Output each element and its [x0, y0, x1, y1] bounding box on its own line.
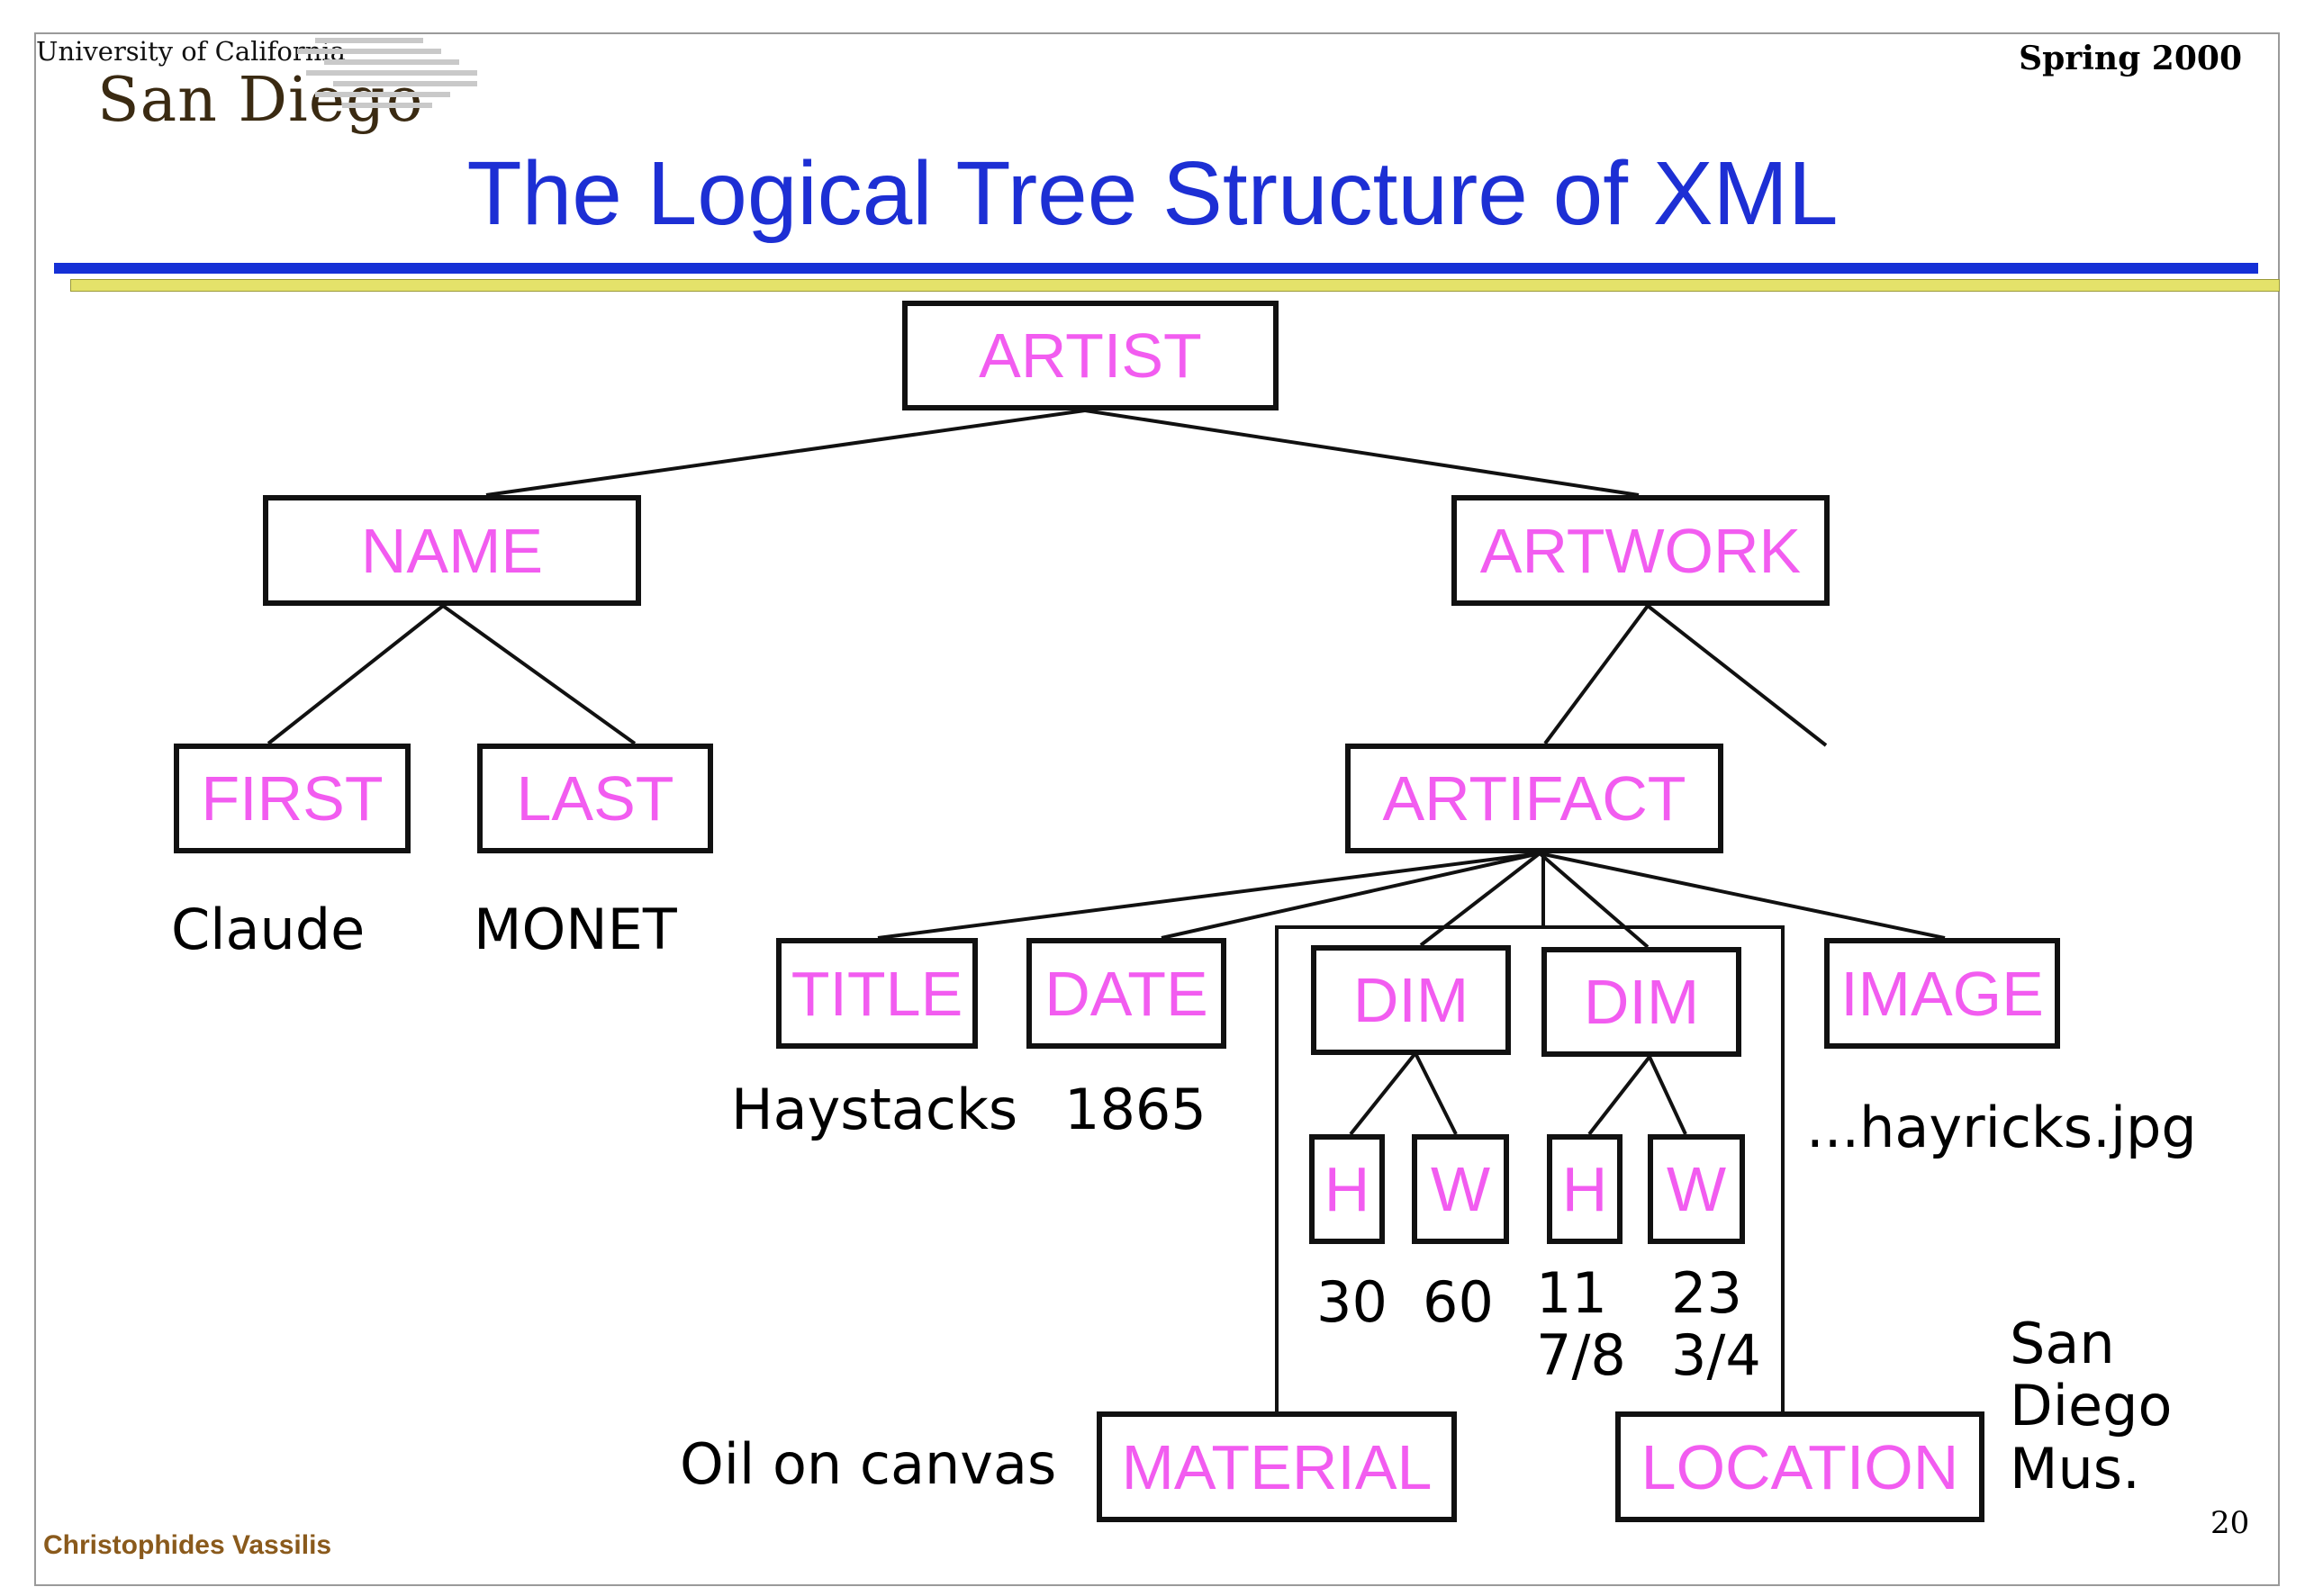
title-rule-blue	[54, 263, 2258, 274]
node-artwork: ARTWORK	[1451, 495, 1830, 606]
node-h-2: H	[1547, 1134, 1623, 1244]
node-artist: ARTIST	[902, 301, 1279, 410]
edge-artifact-title	[877, 852, 1541, 940]
node-title: TITLE	[776, 938, 978, 1049]
slide-title: The Logical Tree Structure of XML	[466, 143, 1839, 244]
page-number: 20	[2210, 1505, 2250, 1541]
value-image: ...hayricks.jpg	[1806, 1095, 2197, 1160]
value-date: 1865	[1064, 1077, 1207, 1142]
edge-artifact-image	[1539, 852, 1946, 940]
edge-artifact-material-location	[1275, 925, 1785, 1411]
semester-label: Spring 2000	[2019, 40, 2242, 77]
value-first: Claude	[171, 897, 366, 962]
value-w-2-line-2: 3/4	[1671, 1322, 1761, 1389]
value-w-2-line-1: 23	[1671, 1260, 1742, 1326]
edge-dim2-h	[1587, 1055, 1651, 1136]
university-line: University of California	[36, 36, 346, 67]
ucsd-logo-swoosh	[297, 38, 477, 108]
title-rule-yellow	[70, 279, 2280, 292]
edge-dim2-w	[1648, 1056, 1687, 1135]
value-location-line-3: Mus.	[2010, 1435, 2140, 1501]
node-name: NAME	[263, 495, 641, 606]
node-material: MATERIAL	[1097, 1411, 1457, 1522]
node-w-1: W	[1412, 1134, 1509, 1244]
value-material: Oil on canvas	[680, 1431, 1057, 1497]
edge-artist-artwork	[1084, 409, 1640, 497]
edge-artist-name	[485, 409, 1086, 497]
value-w-2: 23 3/4	[1671, 1262, 1761, 1387]
edge-dim1-w	[1414, 1052, 1458, 1135]
node-date: DATE	[1026, 938, 1226, 1049]
value-last: MONET	[474, 897, 677, 962]
author-credit: Christophides Vassilis	[43, 1530, 332, 1560]
value-w-1: 60	[1423, 1269, 1494, 1335]
value-h-2: 11 7/8	[1536, 1262, 1626, 1387]
edge-name-first	[267, 604, 445, 745]
value-h-1: 30	[1316, 1269, 1388, 1335]
edge-dim1-h	[1349, 1051, 1417, 1136]
node-last: LAST	[477, 744, 713, 853]
value-h-2-line-2: 7/8	[1536, 1322, 1626, 1389]
node-w-2: W	[1648, 1134, 1745, 1244]
value-title: Haystacks	[731, 1077, 1018, 1142]
edge-artifact-dim1	[1419, 852, 1541, 947]
node-image: IMAGE	[1824, 938, 2060, 1049]
edge-artifact-dim2	[1538, 852, 1650, 949]
node-location: LOCATION	[1615, 1411, 1984, 1522]
edge-artifact-date	[1161, 852, 1541, 940]
node-first: FIRST	[174, 744, 411, 853]
edge-artwork-more	[1646, 604, 1828, 747]
value-location-line-1: San	[2010, 1311, 2115, 1376]
node-dim-1: DIM	[1311, 945, 1511, 1055]
value-location-line-2: Diego	[2010, 1373, 2173, 1439]
node-h-1: H	[1309, 1134, 1385, 1244]
edge-name-last	[441, 604, 637, 745]
campus-name: San Diego	[97, 65, 424, 136]
node-artifact: ARTIFACT	[1345, 744, 1723, 853]
value-h-2-line-1: 11	[1536, 1260, 1607, 1326]
value-location: San Diego Mus.	[2010, 1311, 2173, 1501]
node-dim-2: DIM	[1541, 947, 1741, 1057]
edge-artwork-artifact	[1543, 604, 1650, 745]
